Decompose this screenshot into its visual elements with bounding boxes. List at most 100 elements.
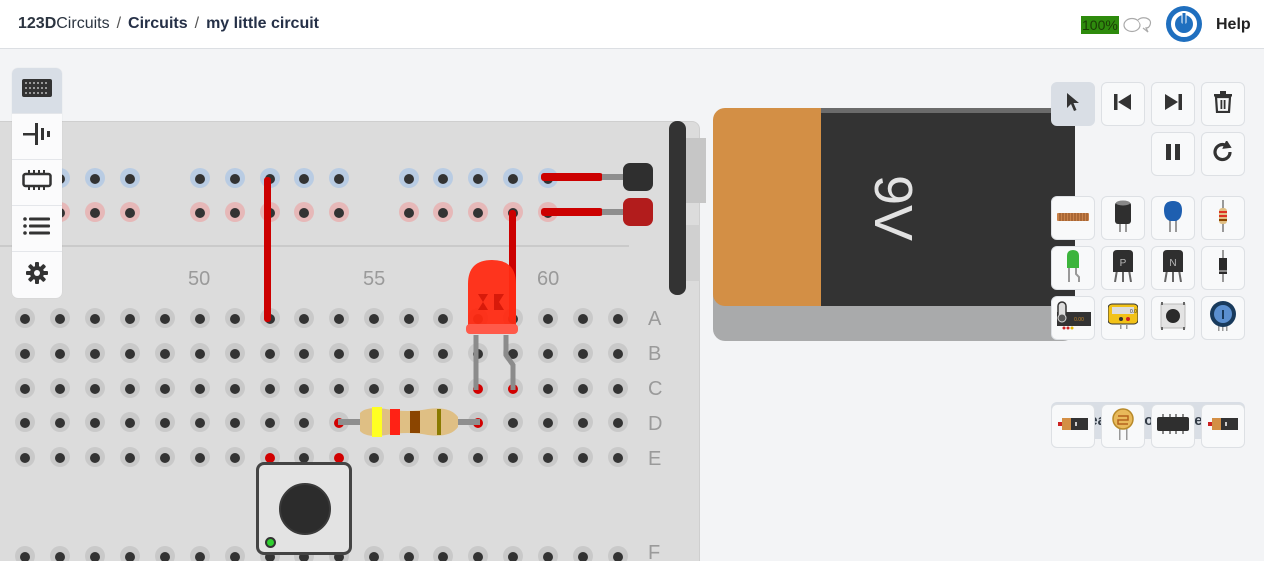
breadboard-hole[interactable]: [399, 343, 419, 363]
breadboard-hole[interactable]: [364, 378, 384, 398]
breadboard-hole[interactable]: [399, 447, 419, 467]
breadboard-hole[interactable]: [120, 202, 140, 222]
brand-logo[interactable]: 123DCircuits: [18, 15, 110, 32]
wire-rail-negative[interactable]: [541, 173, 603, 181]
breadboard-hole[interactable]: [155, 343, 175, 363]
component-pnp-transistor[interactable]: P: [1101, 246, 1145, 290]
breadboard-hole[interactable]: [190, 378, 210, 398]
breadboard-hole[interactable]: [120, 412, 140, 432]
help-link[interactable]: Help: [1216, 16, 1251, 33]
breadboard-hole[interactable]: [433, 168, 453, 188]
component-pushbutton[interactable]: [1151, 296, 1195, 340]
breadboard-hole[interactable]: [120, 447, 140, 467]
breadboard-hole[interactable]: [50, 447, 70, 467]
breadboard-hole[interactable]: [538, 378, 558, 398]
breadboard-hole[interactable]: [85, 412, 105, 432]
breadboard-hole[interactable]: [85, 168, 105, 188]
breadcrumb-circuit-title[interactable]: my little circuit: [206, 15, 319, 32]
breadboard-hole[interactable]: [573, 412, 593, 432]
breadboard-hole[interactable]: [225, 546, 245, 561]
breadboard-hole[interactable]: [573, 447, 593, 467]
battery-connector-black[interactable]: [623, 163, 653, 191]
breadboard-hole[interactable]: [433, 308, 453, 328]
breadboard-hole[interactable]: [50, 378, 70, 398]
breadboard[interactable]: 50 55 60 A B C D E F: [0, 121, 700, 561]
breadboard-hole[interactable]: [190, 308, 210, 328]
breadboard-hole[interactable]: [364, 308, 384, 328]
delete-button[interactable]: [1201, 82, 1245, 126]
circuit-canvas[interactable]: 50 55 60 A B C D E F 9V: [0, 50, 1264, 561]
breadboard-hole[interactable]: [120, 378, 140, 398]
breadboard-hole[interactable]: [399, 308, 419, 328]
sidebar-item-list[interactable]: [12, 206, 62, 252]
component-resistor[interactable]: [1201, 196, 1245, 240]
breadboard-hole[interactable]: [155, 447, 175, 467]
wire-rail-positive[interactable]: [541, 208, 603, 216]
component-wire-coil[interactable]: [1051, 196, 1095, 240]
breadboard-hole[interactable]: [399, 378, 419, 398]
sidebar-item-settings[interactable]: [12, 252, 62, 298]
breadboard-hole[interactable]: [294, 343, 314, 363]
breadboard-hole[interactable]: [573, 343, 593, 363]
breadboard-hole[interactable]: [225, 378, 245, 398]
breadboard-hole[interactable]: [225, 168, 245, 188]
breadboard-hole[interactable]: [573, 546, 593, 561]
breadboard-hole[interactable]: [329, 378, 349, 398]
breadboard-hole[interactable]: [503, 546, 523, 561]
breadboard-hole[interactable]: [225, 308, 245, 328]
breadboard-hole[interactable]: [15, 308, 35, 328]
recent-battery-9v[interactable]: [1051, 404, 1095, 448]
battery-9v[interactable]: 9V: [713, 108, 1075, 341]
breadboard-hole[interactable]: [15, 378, 35, 398]
breadboard-hole[interactable]: [608, 546, 628, 561]
breadboard-hole[interactable]: [573, 378, 593, 398]
breadboard-hole[interactable]: [538, 343, 558, 363]
breadboard-hole[interactable]: [85, 447, 105, 467]
breadboard-hole[interactable]: [468, 168, 488, 188]
breadboard-hole[interactable]: [294, 308, 314, 328]
wire-vertical-2[interactable]: [509, 210, 516, 320]
breadboard-hole[interactable]: [85, 378, 105, 398]
breadboard-hole[interactable]: [155, 546, 175, 561]
sidebar-item-power[interactable]: [12, 114, 62, 160]
breadboard-hole[interactable]: [364, 546, 384, 561]
breadboard-hole[interactable]: [260, 343, 280, 363]
red-led[interactable]: [466, 260, 518, 390]
breadboard-hole[interactable]: [120, 168, 140, 188]
breadboard-hole[interactable]: [15, 412, 35, 432]
breadboard-hole[interactable]: [85, 202, 105, 222]
recent-photoresistor[interactable]: [1101, 404, 1145, 448]
breadboard-hole[interactable]: [399, 168, 419, 188]
breadboard-hole[interactable]: [190, 168, 210, 188]
breadboard-hole[interactable]: [503, 412, 523, 432]
breadboard-hole[interactable]: [155, 308, 175, 328]
breadboard-hole[interactable]: [190, 343, 210, 363]
chat-bubbles-icon[interactable]: [1121, 15, 1153, 35]
breadboard-hole[interactable]: [329, 168, 349, 188]
recent-battery-9v-2[interactable]: [1201, 404, 1245, 448]
breadboard-hole[interactable]: [225, 343, 245, 363]
breadboard-hole[interactable]: [433, 546, 453, 561]
breadboard-hole[interactable]: [433, 202, 453, 222]
breadboard-hole[interactable]: [399, 546, 419, 561]
component-ceramic-capacitor[interactable]: [1151, 196, 1195, 240]
breadboard-hole[interactable]: [538, 546, 558, 561]
wire-vertical-1[interactable]: [264, 177, 271, 322]
component-led[interactable]: [1051, 246, 1095, 290]
breadboard-hole[interactable]: [433, 343, 453, 363]
component-power-supply[interactable]: 0.00: [1051, 296, 1095, 340]
breadboard-hole[interactable]: [85, 343, 105, 363]
component-npn-transistor[interactable]: N: [1151, 246, 1195, 290]
breadboard-hole[interactable]: [468, 202, 488, 222]
sidebar-item-breadboard[interactable]: [12, 68, 62, 114]
breadboard-hole[interactable]: [399, 202, 419, 222]
breadboard-hole[interactable]: [364, 343, 384, 363]
breadboard-hole[interactable]: [608, 308, 628, 328]
step-forward-button[interactable]: [1151, 82, 1195, 126]
breadboard-hole[interactable]: [50, 546, 70, 561]
breadboard-hole[interactable]: [608, 378, 628, 398]
breadboard-hole[interactable]: [155, 412, 175, 432]
breadboard-hole[interactable]: [50, 308, 70, 328]
rotate-button[interactable]: [1201, 132, 1245, 176]
breadboard-hole[interactable]: [120, 308, 140, 328]
